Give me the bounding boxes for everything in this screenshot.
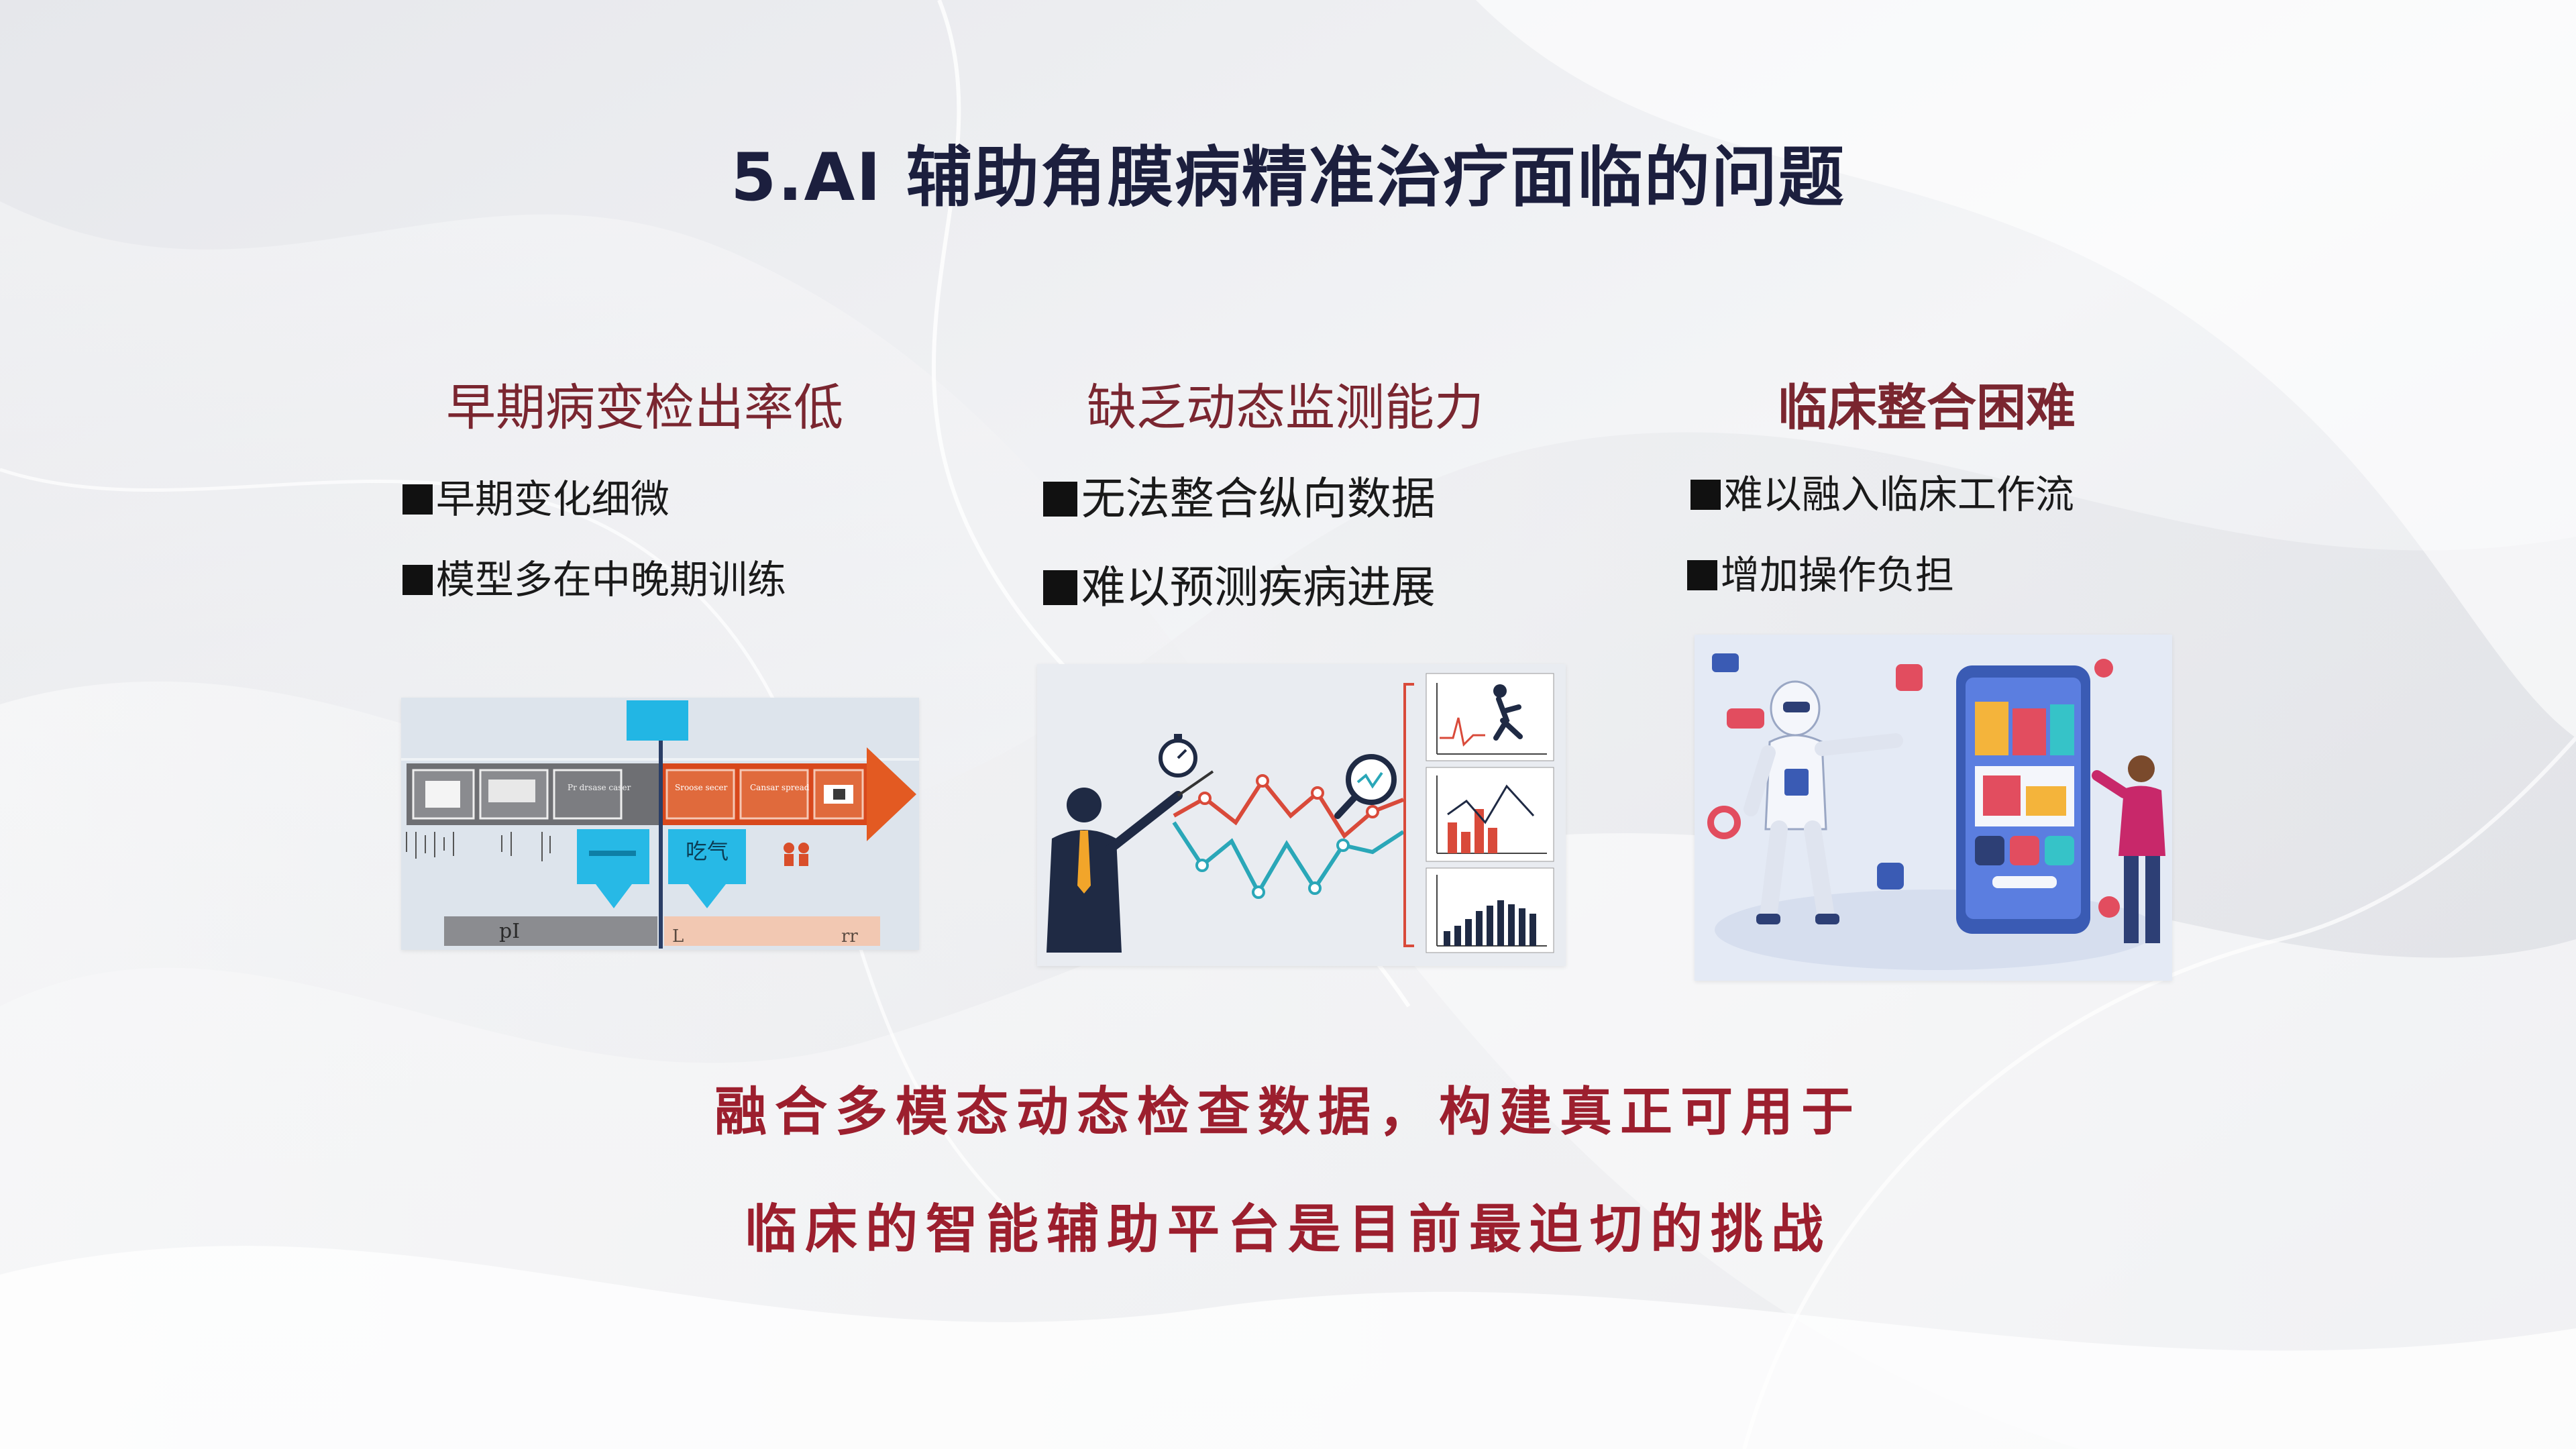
chat-bubble-icon bbox=[1712, 653, 1739, 672]
clinical-integration-illustration bbox=[1695, 635, 2172, 981]
column-2-bullet-2: 难以预测疾病进展 bbox=[1043, 551, 1436, 616]
column-1-bullet-2: 模型多在中晚期训练 bbox=[402, 548, 786, 604]
presenter-figure bbox=[1046, 770, 1214, 953]
segment-label-3: Cansar spread bbox=[750, 783, 810, 792]
magnifier-icon bbox=[1334, 754, 1397, 819]
column-3-bullet-2: 增加操作负担 bbox=[1687, 543, 1954, 600]
smartphone-illustration bbox=[1956, 665, 2090, 934]
red-trend-line bbox=[1173, 777, 1405, 839]
column-1-heading: 早期病变检出率低 bbox=[446, 379, 843, 437]
bottom-bar-peach bbox=[664, 916, 880, 946]
dynamic-monitoring-illustration bbox=[1037, 664, 1566, 966]
code-icon bbox=[1877, 863, 1904, 890]
bottom-bar-grey bbox=[444, 916, 657, 946]
person-figure bbox=[2092, 755, 2165, 943]
segment-label-2: Sroose secer bbox=[675, 783, 728, 792]
timeline-divider bbox=[659, 741, 663, 949]
cyan-box bbox=[627, 700, 688, 741]
stopwatch-icon bbox=[1159, 734, 1197, 777]
conclusion-line-1: 融合多模态动态检查数据，构建真正可用于 bbox=[714, 1082, 1862, 1142]
bullet-square-icon bbox=[1687, 560, 1718, 591]
column-3-bullet-1: 难以融入临床工作流 bbox=[1690, 463, 2074, 519]
bullet-square-icon bbox=[402, 565, 433, 596]
bullet-square-icon bbox=[1690, 480, 1721, 511]
alert-icon bbox=[1896, 664, 1923, 691]
arrow-head bbox=[867, 747, 916, 841]
column-2-heading: 缺乏动态监测能力 bbox=[1087, 379, 1484, 437]
segment-label-1: Pr drsase caser bbox=[568, 783, 631, 792]
disease-progression-illustration: Pr drsase caser Sroose secer Cansar spre… bbox=[401, 698, 919, 950]
teal-trend-line bbox=[1172, 821, 1405, 897]
conclusion-line-2: 临床的智能辅助平台是目前最迫切的挑战 bbox=[744, 1199, 1831, 1260]
column-2-bullet-1: 无法整合纵向数据 bbox=[1043, 463, 1436, 527]
bar-left-label: pI bbox=[499, 920, 520, 943]
bullet-square-icon bbox=[1043, 482, 1078, 517]
page-title: 5.AI 辅助角膜病精准治疗面临的问题 bbox=[731, 140, 1845, 216]
mini-chart-evolution bbox=[1426, 867, 1554, 953]
bullet-square-icon bbox=[402, 484, 433, 515]
cyan-drop-box-right bbox=[668, 829, 746, 884]
column-3-heading: 临床整合困难 bbox=[1778, 379, 2076, 437]
column-1-bullet-1: 早期变化细微 bbox=[402, 468, 669, 524]
cyan-drop-box-left bbox=[577, 829, 649, 884]
mini-chart-running bbox=[1426, 673, 1554, 761]
tick-marks bbox=[406, 832, 551, 861]
mini-chart-bars bbox=[1426, 767, 1554, 862]
robot-figure bbox=[1743, 680, 1903, 925]
bar-right-label-b: rr bbox=[841, 926, 858, 947]
bullet-square-icon bbox=[1043, 570, 1078, 605]
box-label: 吃气 bbox=[686, 839, 729, 864]
donut-chart-icon bbox=[1707, 806, 1741, 839]
bar-right-label-a: L bbox=[672, 926, 684, 947]
message-icon bbox=[1727, 708, 1764, 729]
